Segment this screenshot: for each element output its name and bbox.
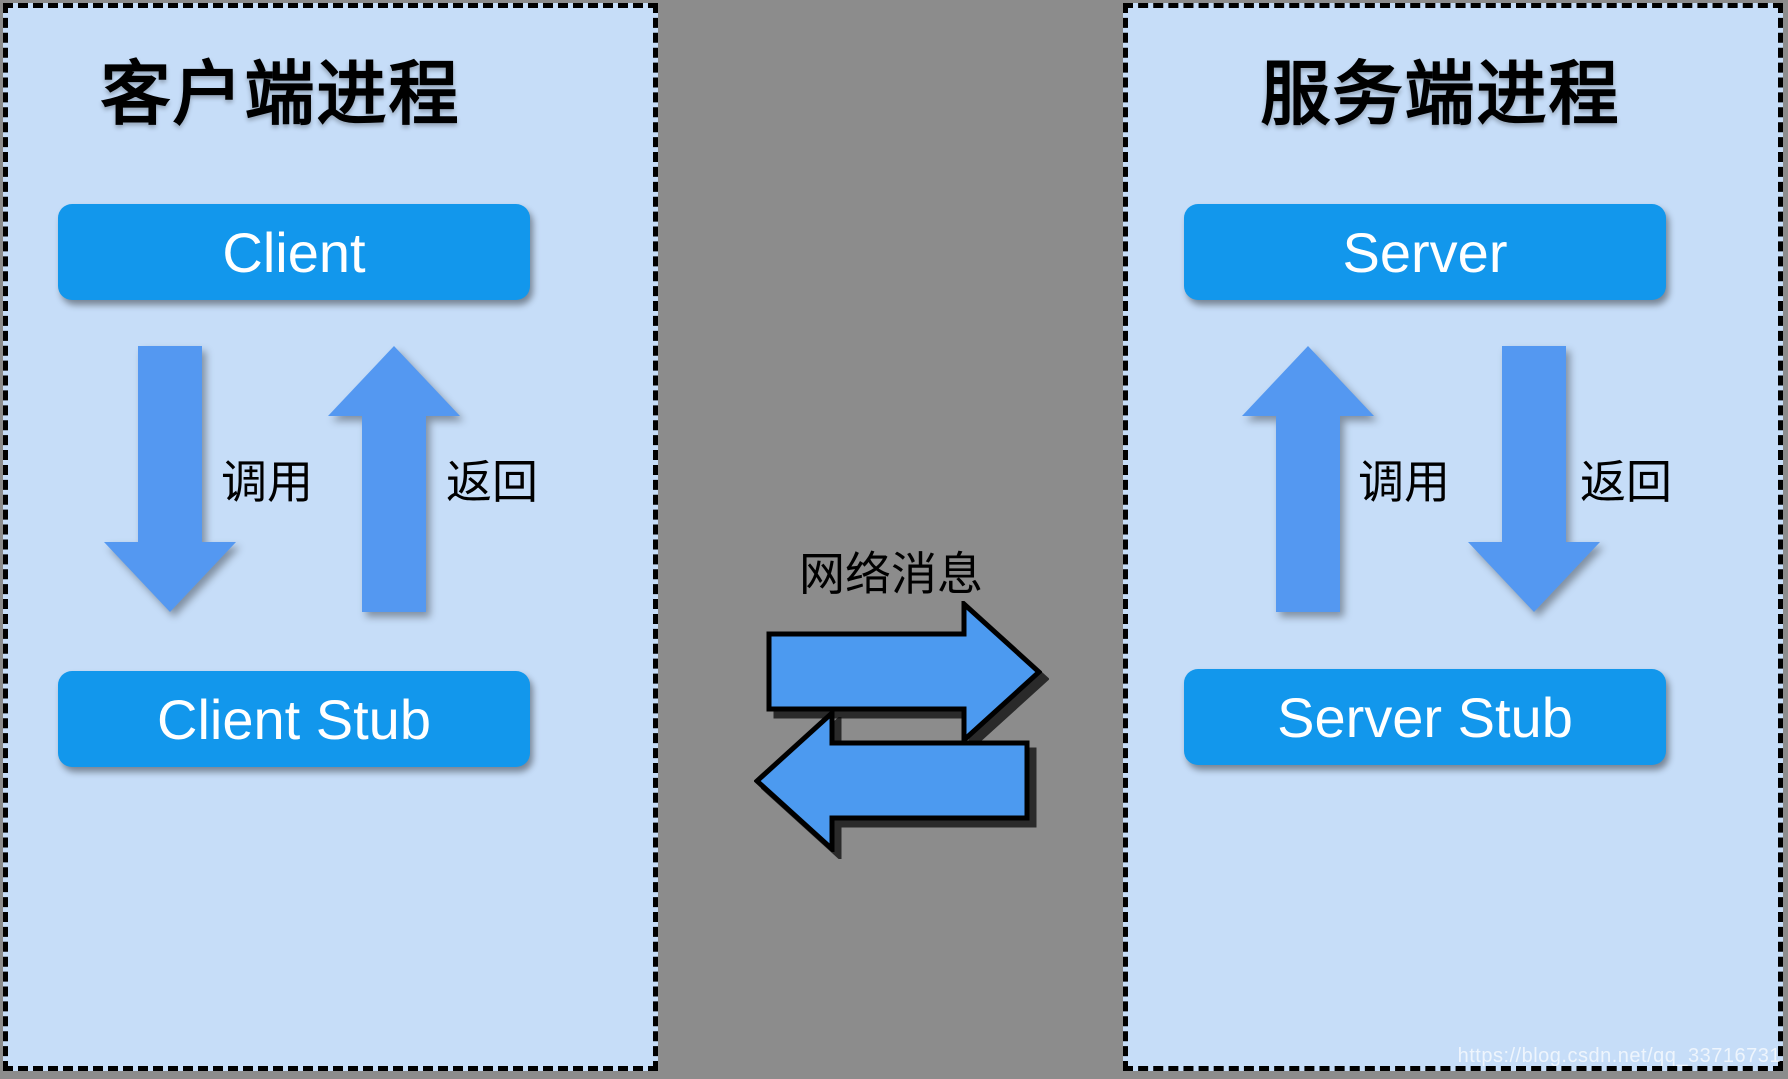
client-box: Client [58,204,530,300]
client-process-panel: 客户端进程 Client 调用 返回 Client Stub [3,3,658,1071]
call-arrow-down-icon [104,346,236,612]
server-panel-title: 服务端进程 [1260,55,1621,133]
watermark-url: https://blog.csdn.net/qq_33716731 [1457,1045,1781,1067]
call-arrow-up-icon [1242,346,1374,612]
network-arrow-left-icon [754,710,1030,852]
client-stub-box: Client Stub [58,671,530,767]
return-arrow-up-icon [328,346,460,612]
network-arrow-right-icon [766,601,1042,743]
server-call-label: 调用 [1358,456,1450,508]
network-message-label: 网络消息 [799,548,983,600]
return-arrow-down-icon [1468,346,1600,612]
server-stub-box: Server Stub [1184,669,1666,765]
server-process-panel: 服务端进程 Server 调用 返回 Server Stub [1123,3,1783,1071]
client-panel-title: 客户端进程 [100,55,461,133]
server-box: Server [1184,204,1666,300]
server-return-label: 返回 [1580,456,1672,508]
client-call-label: 调用 [221,456,313,508]
client-return-label: 返回 [446,456,538,508]
